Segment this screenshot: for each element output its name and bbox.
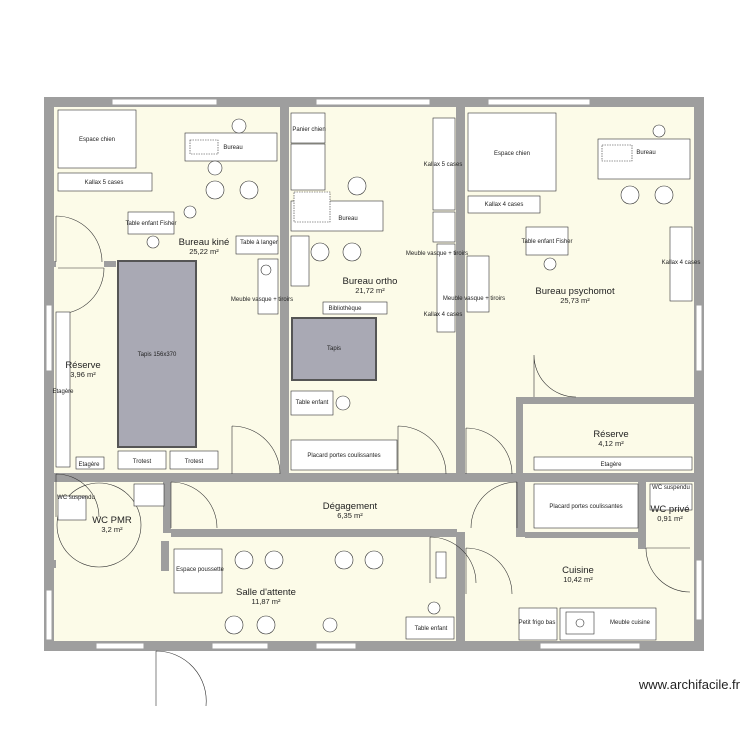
table-enfant-kine bbox=[127, 211, 175, 235]
label-meuble-vasque-1: Meuble vasque + tiroirs bbox=[231, 297, 293, 303]
room-name-wc-pmr: WC PMR bbox=[92, 515, 132, 526]
furniture bbox=[55, 109, 693, 641]
trotest-2 bbox=[169, 450, 219, 470]
table-enfant-ortho bbox=[290, 390, 334, 416]
label-table-enfant-fisher-2: Table enfant Fisher bbox=[521, 239, 572, 245]
label-kallax-4-1: Kallax 4 cases bbox=[424, 312, 463, 318]
windows bbox=[45, 98, 703, 650]
room-name-reserve-left: Réserve bbox=[65, 360, 100, 371]
rug-ortho bbox=[291, 317, 377, 381]
label-trotest-1: Trotest bbox=[133, 459, 152, 465]
label-meuble-vasque-3: Meuble vasque + tiroirs bbox=[443, 296, 505, 302]
espace-poussette bbox=[173, 548, 223, 594]
label-table-enfant-fisher-1: Table enfant Fisher bbox=[125, 221, 176, 227]
label-etagere-3: Etagère bbox=[600, 462, 622, 468]
kallax-psychomot bbox=[467, 195, 541, 214]
label-meuble-cuisine: Meuble cuisine bbox=[610, 620, 651, 626]
trotest-1 bbox=[117, 450, 167, 470]
label-meuble-vasque-2: Meuble vasque + tiroirs bbox=[406, 251, 468, 257]
espace-chien-box bbox=[57, 109, 137, 169]
watermark: www.archifacile.fr bbox=[638, 677, 741, 692]
furniture-labels: Espace chien Kallax 5 cases Bureau Table… bbox=[52, 127, 700, 632]
label-kallax-4-3: Kallax 4 cases bbox=[662, 260, 701, 266]
room-area-wc-prive: 0,91 m² bbox=[657, 514, 683, 523]
label-tapis-2: Tapis bbox=[327, 346, 341, 352]
room-labels: Bureau kiné 25,22 m² Bureau ortho 21,72 … bbox=[65, 237, 689, 606]
placard-cuisine bbox=[533, 483, 639, 529]
etagere-right bbox=[533, 456, 693, 471]
label-placard-2: Placard portes coulissantes bbox=[549, 504, 622, 510]
room-area-cuisine: 10,42 m² bbox=[563, 575, 593, 584]
room-name-cuisine: Cuisine bbox=[562, 565, 594, 576]
label-trotest-2: Trotest bbox=[185, 459, 204, 465]
room-name-kine: Bureau kiné bbox=[179, 237, 230, 248]
espace-chien-box-2 bbox=[467, 112, 557, 192]
label-etagere-1: Etagère bbox=[52, 389, 74, 395]
label-bibliotheque: Bibliothèque bbox=[328, 306, 362, 312]
label-panier-chien: Panier chien bbox=[292, 127, 325, 133]
label-kallax-5-2: Kallax 5 cases bbox=[424, 162, 463, 168]
label-table-langer: Table à langer bbox=[240, 240, 278, 246]
label-kallax-4-2: Kallax 4 cases bbox=[485, 202, 524, 208]
kallax-right bbox=[669, 226, 693, 302]
room-name-salle-attente: Salle d'attente bbox=[236, 587, 296, 598]
room-name-wc-prive: WC privé bbox=[650, 504, 689, 515]
kallax-box bbox=[57, 172, 153, 192]
label-espace-poussette: Espace poussette bbox=[176, 567, 224, 573]
rug-kine bbox=[117, 260, 197, 448]
etagere-left bbox=[55, 311, 71, 468]
room-area-kine: 25,22 m² bbox=[189, 247, 219, 256]
label-espace-chien-1: Espace chien bbox=[79, 137, 115, 143]
table-enfant-psychomot bbox=[525, 226, 569, 256]
room-name-reserve-right: Réserve bbox=[593, 429, 628, 440]
label-bureau-2: Bureau bbox=[338, 216, 357, 222]
room-area-reserve-right: 4,12 m² bbox=[598, 439, 624, 448]
room-area-salle-attente: 11,87 m² bbox=[251, 597, 281, 606]
label-wc-suspendu-1: WC suspendu bbox=[57, 495, 95, 501]
label-table-enfant-1: Table enfant bbox=[296, 400, 329, 406]
label-placard-1: Placard portes coulissantes bbox=[307, 453, 380, 459]
room-area-psychomot: 25,73 m² bbox=[560, 296, 590, 305]
room-area-reserve-left: 3,96 m² bbox=[70, 370, 96, 379]
room-name-psychomot: Bureau psychomot bbox=[535, 286, 615, 297]
label-tapis-156: Tapis 156x370 bbox=[138, 352, 177, 358]
label-bureau-1: Bureau bbox=[223, 145, 242, 151]
label-table-enfant-2: Table enfant bbox=[415, 626, 448, 632]
label-petit-frigo: Petit frigo bas bbox=[519, 620, 556, 626]
label-etagere-2: Etagère bbox=[78, 462, 100, 468]
doors bbox=[55, 215, 691, 707]
label-wc-suspendu-2: WC suspendu bbox=[652, 485, 690, 491]
label-espace-chien-2: Espace chien bbox=[494, 151, 530, 157]
label-kallax-5-1: Kallax 5 cases bbox=[85, 180, 124, 186]
room-area-degagement: 6,35 m² bbox=[337, 511, 363, 520]
label-bureau-3: Bureau bbox=[636, 150, 655, 156]
placard-ortho bbox=[290, 439, 398, 471]
room-area-wc-pmr: 3,2 m² bbox=[101, 525, 123, 534]
etagere-bottom-left bbox=[75, 456, 105, 470]
room-area-ortho: 21,72 m² bbox=[355, 286, 385, 295]
room-name-ortho: Bureau ortho bbox=[343, 276, 398, 287]
room-name-degagement: Dégagement bbox=[323, 501, 378, 512]
petit-frigo bbox=[518, 607, 558, 641]
